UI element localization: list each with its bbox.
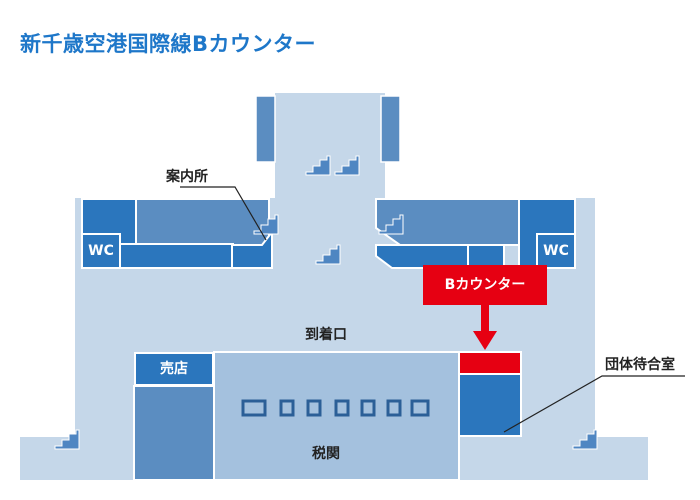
page-title: 新千歳空港国際線Bカウンター — [20, 32, 317, 56]
arrival-label: 到着口 — [305, 327, 347, 343]
shop-room — [133, 385, 215, 481]
customs-booth — [279, 399, 295, 417]
escalator-icon — [378, 214, 404, 235]
information-leader-line — [180, 186, 267, 241]
wc-right-room — [536, 233, 576, 269]
customs-booth — [386, 399, 402, 417]
group-waiting-room — [458, 373, 522, 437]
escalator-icon — [315, 244, 341, 265]
customs-booth — [306, 399, 322, 417]
customs-booth — [410, 399, 430, 417]
left-corridor-room — [135, 198, 270, 246]
counter-arrow-head — [473, 331, 497, 350]
information-booth — [231, 229, 273, 269]
left-lower-room — [119, 243, 234, 269]
escalator-icon — [572, 429, 598, 450]
customs-booth — [360, 399, 376, 417]
b-counter-label: Bカウンター — [423, 265, 547, 305]
customs-booth — [241, 399, 267, 417]
customs-booth — [334, 399, 350, 417]
wc-left-room — [81, 233, 121, 269]
b-counter-marker — [458, 351, 522, 375]
customs-label: 税関 — [312, 446, 340, 462]
upper-wall-left — [255, 95, 276, 163]
escalator-icon — [253, 214, 279, 235]
group-waiting-leader-line — [503, 375, 685, 433]
information-label: 案内所 — [166, 169, 208, 185]
escalator-icon — [334, 155, 360, 176]
shop-label: 売店 — [134, 352, 214, 386]
wc-left-label: WC — [88, 243, 114, 259]
upper-wall-right — [380, 95, 401, 163]
counter-arrow-shaft — [481, 305, 489, 333]
escalator-icon — [305, 155, 331, 176]
wc-right-label: WC — [543, 243, 569, 259]
group-waiting-label: 団体待合室 — [605, 357, 675, 373]
escalator-icon — [54, 429, 80, 450]
